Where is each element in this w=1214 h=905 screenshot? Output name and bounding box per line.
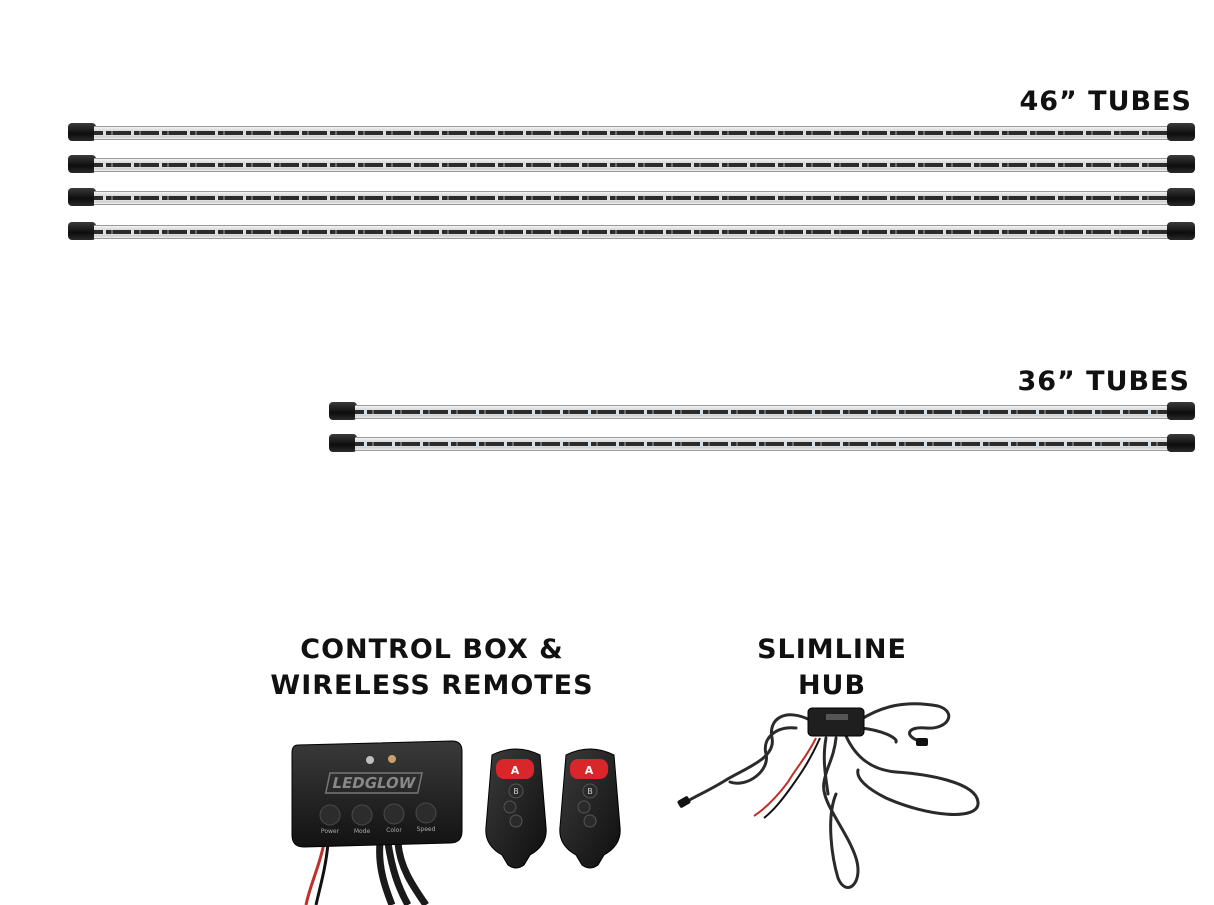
wireless-remote: A B bbox=[559, 748, 621, 869]
color-button bbox=[383, 803, 405, 825]
tube-end-cap bbox=[1167, 434, 1195, 452]
tube-46-2 bbox=[68, 155, 1195, 173]
svg-text:A: A bbox=[511, 764, 520, 777]
button-label-mode: Mode bbox=[354, 828, 371, 835]
harness-wire bbox=[376, 842, 396, 905]
tube-46-1 bbox=[68, 123, 1195, 141]
svg-text:LEDGLOW: LEDGLOW bbox=[331, 774, 418, 792]
button-label-color: Color bbox=[386, 827, 402, 834]
hub-logo bbox=[826, 714, 848, 720]
hub-caption: SLIMLINE HUB bbox=[722, 632, 942, 704]
tube-end-cap bbox=[1167, 402, 1195, 420]
tube-body bbox=[355, 437, 1169, 451]
hub-cable bbox=[822, 736, 860, 889]
power-button bbox=[319, 804, 341, 826]
hub-red-wire bbox=[753, 737, 817, 817]
tube-body bbox=[355, 405, 1169, 419]
harness-wire bbox=[394, 842, 429, 905]
control-box-photo: LEDGLOW Power Mode Color Speed A B A B bbox=[291, 740, 621, 905]
tube-36-1 bbox=[329, 402, 1195, 420]
tube-46-4 bbox=[68, 222, 1195, 240]
hub-caption-line1: SLIMLINE bbox=[757, 634, 907, 665]
tube-end-cap bbox=[1167, 188, 1195, 206]
wireless-remote: A B bbox=[485, 748, 547, 869]
hub-body bbox=[807, 707, 865, 737]
tube-body bbox=[94, 191, 1169, 205]
hub-cable bbox=[684, 713, 812, 804]
power-wire-black bbox=[314, 842, 330, 905]
hub-cable bbox=[728, 726, 798, 785]
control-caption-line1: CONTROL BOX & bbox=[300, 634, 564, 665]
ledglow-logo: LEDGLOW bbox=[324, 772, 423, 794]
control-caption-line2: WIRELESS REMOTES bbox=[270, 670, 594, 701]
hub-caption-line2: HUB bbox=[797, 670, 867, 701]
hub-cable bbox=[858, 702, 951, 744]
tube-end-cap bbox=[68, 123, 96, 141]
tube-end-cap bbox=[68, 188, 96, 206]
tube-end-cap bbox=[68, 155, 96, 173]
hub-connector bbox=[916, 738, 928, 746]
speed-button bbox=[415, 802, 437, 824]
tube-end-cap bbox=[68, 222, 96, 240]
tube-end-cap bbox=[1167, 222, 1195, 240]
tube-end-cap bbox=[329, 402, 357, 420]
slimline-hub-photo bbox=[677, 702, 980, 889]
tube-body bbox=[94, 225, 1169, 239]
tube-body bbox=[94, 158, 1169, 172]
tube-36-2 bbox=[329, 434, 1195, 452]
hub-cable bbox=[858, 726, 898, 744]
tube-body bbox=[94, 126, 1169, 140]
tube-end-cap bbox=[329, 434, 357, 452]
svg-text:B: B bbox=[513, 787, 519, 796]
hub-connector bbox=[677, 796, 691, 808]
indicator-led bbox=[388, 755, 396, 763]
svg-text:A: A bbox=[585, 764, 594, 777]
harness-wire bbox=[384, 842, 412, 905]
control-box-caption: CONTROL BOX & WIRELESS REMOTES bbox=[252, 632, 612, 704]
tube-end-cap bbox=[1167, 123, 1195, 141]
tubes-36-heading: 36” TUBES bbox=[1017, 366, 1190, 397]
hub-cable bbox=[822, 736, 830, 796]
svg-text:B: B bbox=[587, 787, 593, 796]
tube-46-3 bbox=[68, 188, 1195, 206]
hub-cable bbox=[844, 734, 980, 816]
indicator-led bbox=[366, 756, 374, 764]
power-wire-red bbox=[304, 842, 326, 905]
button-label-power: Power bbox=[321, 828, 340, 835]
tubes-46-heading: 46” TUBES bbox=[1019, 86, 1192, 117]
hub-black-wire bbox=[763, 737, 821, 819]
control-box-body bbox=[291, 740, 463, 848]
button-label-speed: Speed bbox=[417, 826, 436, 833]
mode-button bbox=[351, 804, 373, 826]
tube-end-cap bbox=[1167, 155, 1195, 173]
